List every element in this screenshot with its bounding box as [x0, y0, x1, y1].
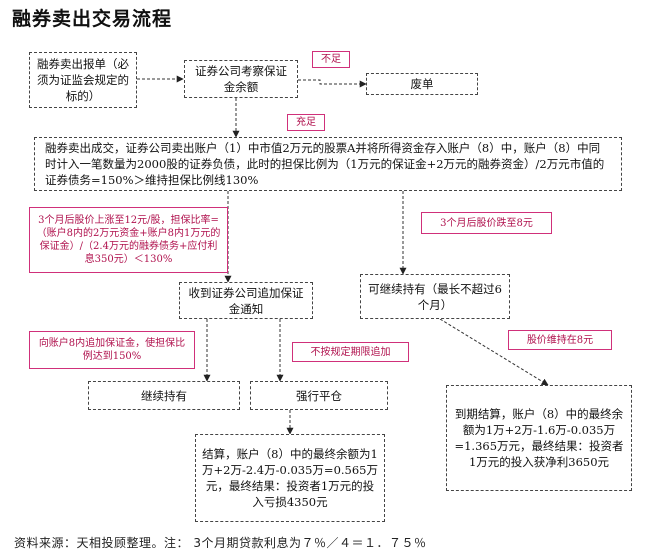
node-margin-call-notice: 收到证券公司追加保证金通知 [179, 282, 313, 319]
node-invalid: 废单 [366, 73, 478, 95]
label-add-margin: 向账户8内追加保证金，使担保比例达到150% [29, 331, 195, 369]
arrow-check-to-invalid [298, 79, 367, 88]
label-no-timely-add: 不按规定期限追加 [292, 342, 409, 362]
node-can-continue-holding: 可继续持有（最长不超过6个月） [360, 274, 510, 319]
label-insufficient: 不足 [312, 51, 350, 68]
node-broker-check-margin: 证券公司考察保证金余额 [184, 60, 298, 98]
arrow-can-continue-to-gain [439, 318, 549, 386]
label-price-fall: 3个月后股价跌至8元 [421, 212, 552, 234]
node-short-sell-order: 融券卖出报单（必须为证监会规定的标的） [29, 52, 137, 108]
label-price-rise: 3个月后股价上涨至12元/股，担保比率=（账户8内的2万元资金+账户8内1万元的… [29, 207, 228, 273]
footnote: 资料来源：天相投顾整理。注： 3个月期贷款利息为７％／４＝１．７５％ [14, 536, 427, 550]
node-forced-liquidation: 强行平仓 [250, 381, 388, 410]
label-price-stays: 股价维持在8元 [508, 330, 612, 350]
node-trade-executed: 融券卖出成交，证券公司卖出账户（1）中市值2万元的股票A并将所得资金存入账户（8… [34, 137, 622, 191]
label-sufficient: 充足 [287, 114, 325, 131]
node-settlement-gain: 到期结算，账户（8）中的最终余额为1万+2万-1.6万-0.035万=1.365… [446, 385, 632, 491]
page-title: 融券卖出交易流程 [12, 8, 173, 30]
node-continue-holding: 继续持有 [88, 381, 240, 410]
node-settlement-loss: 结算，账户（8）中的最终余额为1万+2万-2.4万-0.035万=0.565万元… [195, 434, 385, 522]
